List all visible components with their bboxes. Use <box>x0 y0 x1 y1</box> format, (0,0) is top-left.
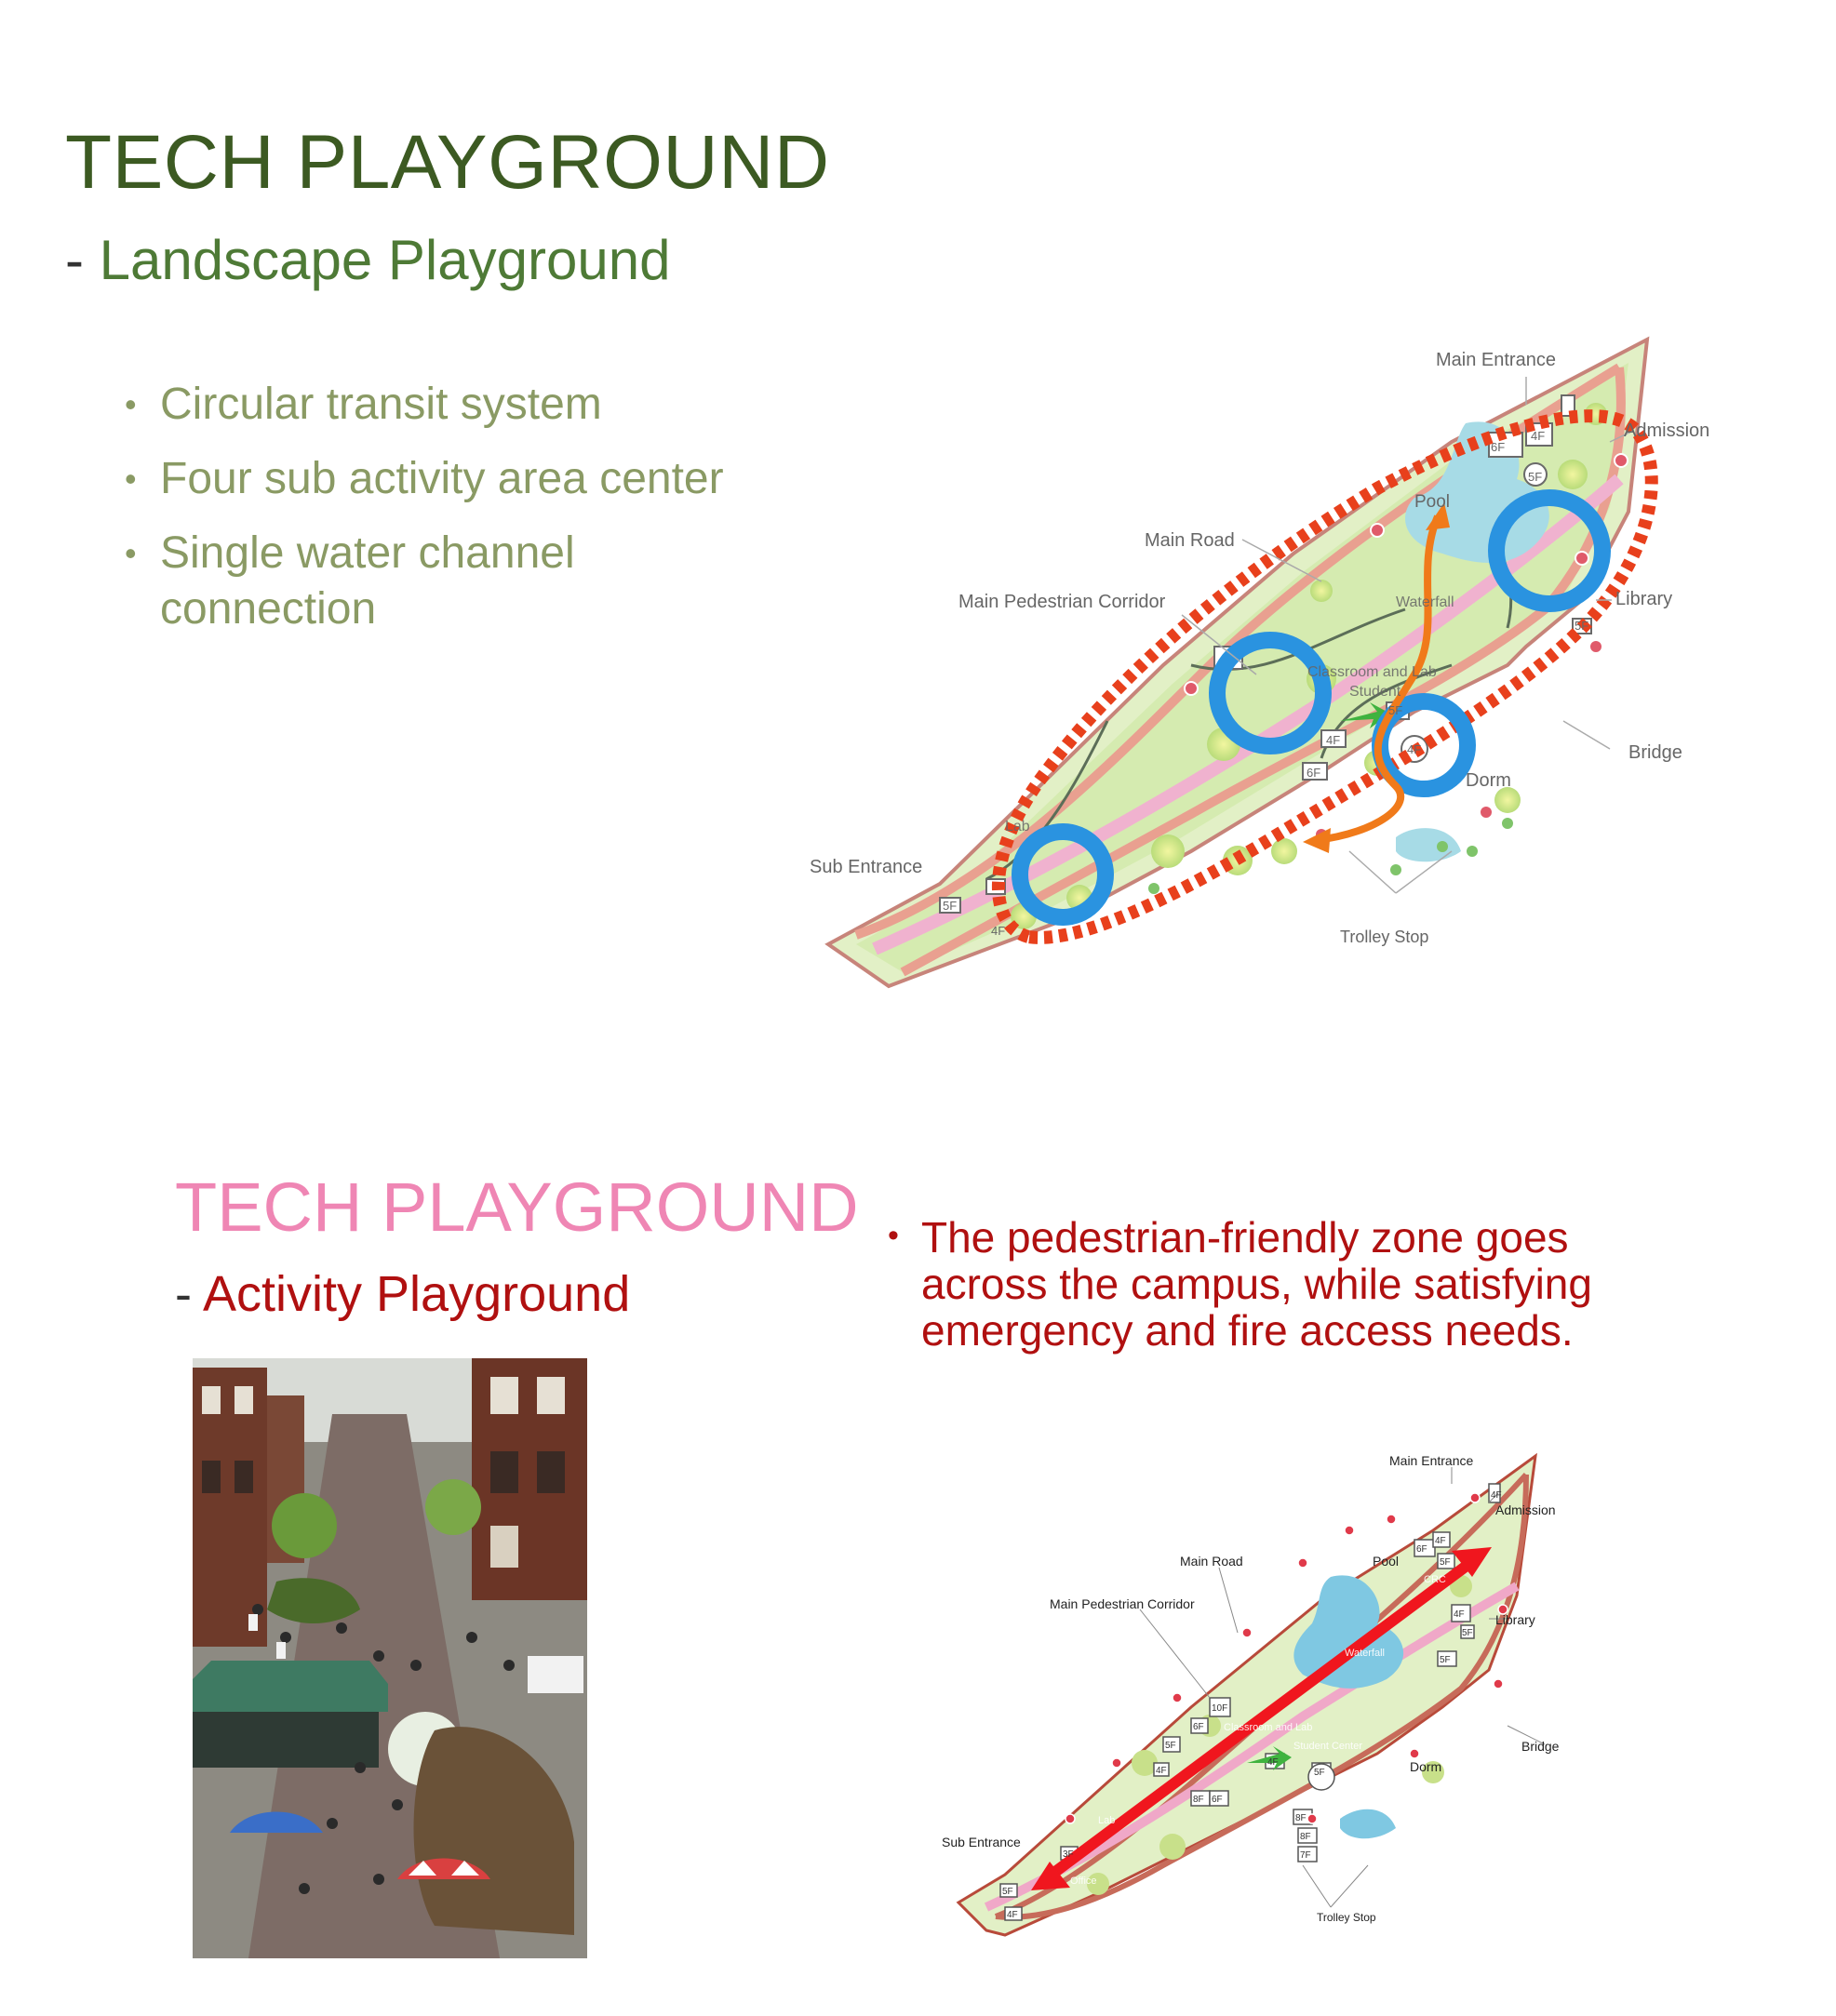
label-bridge: Bridge <box>1521 1739 1560 1754</box>
label-library: Library <box>1615 589 1672 609</box>
floor-label: 6F <box>1491 440 1505 454</box>
floor-label: 4F <box>1454 1609 1465 1620</box>
floor-label: 4F <box>1531 429 1545 443</box>
label-office: Office <box>1070 1876 1097 1887</box>
floor-label: 4F <box>1435 1536 1446 1546</box>
list-item: The pedestrian-friendly zone goes across… <box>884 1212 1647 1354</box>
label-admission: Admission <box>1495 1502 1556 1517</box>
floor-label: 10F <box>1212 1703 1227 1714</box>
floor-label: 5F <box>1462 1628 1473 1638</box>
subtitle-dash: - <box>175 1266 204 1322</box>
activity-site-plan: Main Entrance Admission Main Road Pool M… <box>942 1452 1560 1937</box>
floor-label: 5F <box>1575 619 1588 633</box>
label-sub-entrance: Sub Entrance <box>942 1835 1021 1849</box>
label-crc: CRC <box>1424 1574 1446 1585</box>
activity-center <box>1209 632 1332 754</box>
label-library: Library <box>1495 1612 1535 1627</box>
subtitle-dash: - <box>65 229 100 291</box>
label-main-entrance: Main Entrance <box>1436 350 1556 370</box>
floor-label: 6F <box>1193 1722 1204 1732</box>
floor-label: 4F <box>1407 742 1421 756</box>
floor-label: 4F <box>1007 1910 1018 1920</box>
floor-label: 6F <box>1416 1544 1427 1555</box>
floor-label: 6F <box>1212 1795 1223 1805</box>
label-trolley-stop: Trolley Stop <box>1317 1911 1376 1924</box>
floor-label: 4F <box>991 924 1005 938</box>
label-main-pedestrian: Main Pedestrian Corridor <box>958 592 1166 612</box>
label-dorm: Dorm <box>1410 1759 1441 1774</box>
floor-label: 8F <box>1295 1813 1307 1823</box>
floor-label: 4F <box>1326 733 1340 747</box>
street-photo <box>193 1358 587 1958</box>
list-item: Single water channel connection <box>121 526 791 637</box>
floor-label: 6F <box>1307 766 1320 780</box>
label-classroom-lab: Classroom and Lab <box>1224 1722 1312 1733</box>
floor-label: 5F <box>1440 1557 1451 1568</box>
label-main-entrance: Main Entrance <box>1389 1453 1473 1468</box>
label-main-road: Main Road <box>1145 530 1235 551</box>
list-item: Circular transit system <box>121 377 791 433</box>
subtitle-text: Activity Playground <box>203 1266 631 1322</box>
floor-label: 5F <box>1388 703 1402 717</box>
label-main-road: Main Road <box>1180 1554 1243 1569</box>
label-pool: Pool <box>1373 1554 1399 1569</box>
floor-label: 4F <box>1156 1766 1167 1776</box>
page-subtitle: - Landscape Playground <box>65 228 670 292</box>
floor-label: 5F <box>1165 1741 1176 1751</box>
activity-center <box>1488 489 1611 612</box>
description-list: The pedestrian-friendly zone goes across… <box>884 1212 1647 1354</box>
label-pool: Pool <box>1414 492 1450 512</box>
label-waterfall: Waterfall <box>1396 594 1454 610</box>
landscape-site-plan: Main Entrance Admission Main Road Pool M… <box>810 336 1709 989</box>
water-channel-arrow <box>1316 514 1441 844</box>
label-student-center: Student Center <box>1293 1741 1362 1752</box>
floor-label: 7F <box>1300 1850 1311 1861</box>
label-main-pedestrian: Main Pedestrian Corridor <box>1050 1596 1195 1611</box>
floor-label: 4F <box>1491 1490 1502 1501</box>
floor-label: 5F <box>1002 1887 1013 1897</box>
label-dorm: Dorm <box>1466 770 1511 791</box>
label-student: Student <box>1349 684 1401 700</box>
pedestrian-corridor-arrow <box>1048 1558 1474 1879</box>
label-trolley-stop: Trolley Stop <box>1340 928 1428 946</box>
label-sub-entrance: Sub Entrance <box>810 857 922 877</box>
page-title: TECH PLAYGROUND <box>65 120 830 205</box>
section-subtitle: - Activity Playground <box>175 1265 630 1323</box>
floor-label: 5F <box>1314 1768 1325 1778</box>
section-title: TECH PLAYGROUND <box>175 1168 859 1246</box>
floor-label: 5F <box>1528 470 1542 484</box>
list-item: Four sub activity area center <box>121 451 791 507</box>
label-admission: Admission <box>1624 421 1709 441</box>
floor-label: 4F <box>1267 1757 1279 1768</box>
feature-list: Circular transit system Four sub activit… <box>121 377 791 656</box>
label-lab: Lab <box>1005 819 1030 834</box>
floor-label: 3F <box>1063 1849 1074 1860</box>
label-bridge: Bridge <box>1628 742 1682 763</box>
activity-center <box>1012 823 1114 926</box>
label-lab: Lab <box>1098 1815 1115 1826</box>
subtitle-text: Landscape Playground <box>99 229 671 291</box>
floor-label: 5F <box>943 899 957 913</box>
floor-label: 8F <box>1193 1795 1204 1805</box>
floor-label: 8F <box>1300 1832 1311 1842</box>
label-classroom-lab: Classroom and Lab <box>1307 664 1437 680</box>
label-waterfall: Waterfall <box>1345 1648 1385 1659</box>
floor-label: 5F <box>1440 1655 1451 1665</box>
